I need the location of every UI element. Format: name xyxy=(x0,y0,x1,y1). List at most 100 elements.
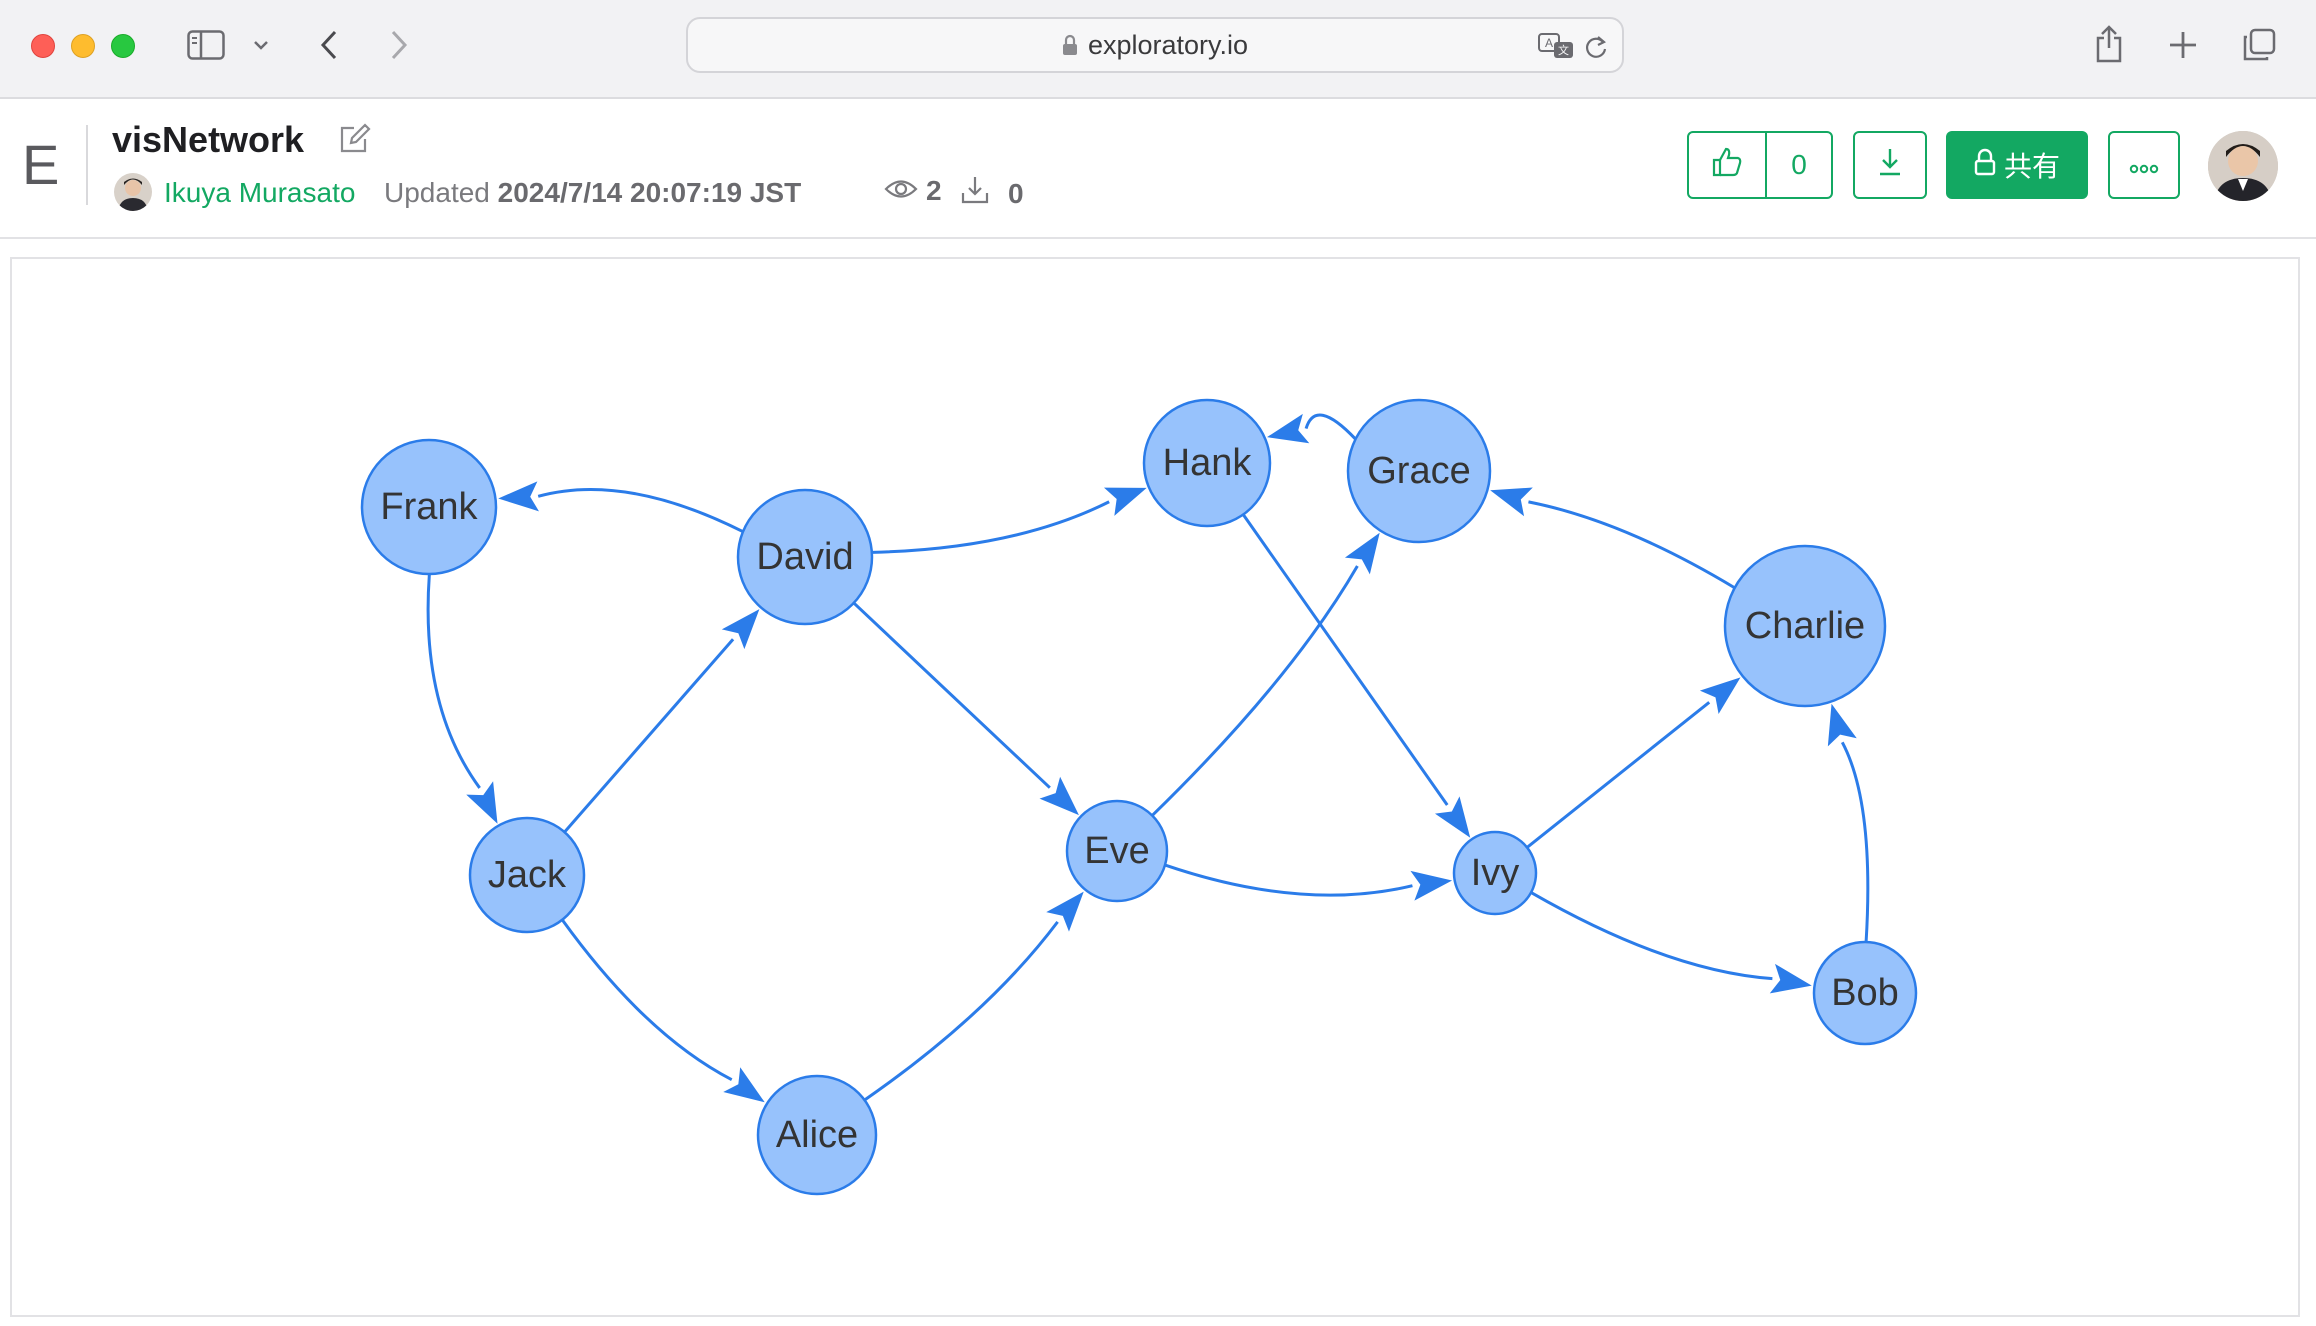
close-window-button[interactable] xyxy=(31,34,55,58)
zoom-window-button[interactable] xyxy=(111,34,135,58)
arrow-bob-charlie xyxy=(1827,703,1857,747)
arrow-eve-grace xyxy=(1344,532,1380,575)
lock-icon xyxy=(1062,34,1078,56)
downloads-count: 0 xyxy=(1008,177,1024,209)
back-icon[interactable] xyxy=(314,26,344,64)
edge-alice-eve[interactable] xyxy=(863,920,1059,1102)
edge-david-frank[interactable] xyxy=(537,488,744,533)
download-tray-icon xyxy=(960,175,998,212)
node-circle[interactable] xyxy=(736,488,874,626)
sidebar-icon[interactable] xyxy=(186,27,226,63)
updated-label: Updated xyxy=(384,177,490,208)
arrow-eve-ivy xyxy=(1410,870,1453,901)
like-button[interactable] xyxy=(1689,133,1767,197)
edge-jack-alice[interactable] xyxy=(561,919,733,1082)
node-frank[interactable]: Frank xyxy=(360,438,498,576)
user-avatar[interactable] xyxy=(2208,131,2278,201)
node-circle[interactable] xyxy=(1812,940,1918,1046)
node-eve[interactable]: Eve xyxy=(1065,799,1169,903)
app-logo[interactable]: E xyxy=(22,133,60,196)
arrow-ivy-bob xyxy=(1769,963,1812,994)
node-circle[interactable] xyxy=(756,1074,878,1196)
app-header: E visNetwork Ikuya Murasato Updated 2024… xyxy=(0,99,2316,239)
node-circle[interactable] xyxy=(1723,544,1887,708)
like-button-group: 0 xyxy=(1687,131,1833,199)
node-label: Ivy xyxy=(1471,852,1520,894)
node-circle[interactable] xyxy=(468,816,586,934)
edge-eve-grace[interactable] xyxy=(1151,565,1359,817)
arrow-david-frank xyxy=(498,481,539,512)
node-hank[interactable]: Hank xyxy=(1142,398,1272,528)
downloads-stat: 0 xyxy=(960,175,1024,212)
edge-eve-ivy[interactable] xyxy=(1164,863,1413,897)
tabs-icon[interactable] xyxy=(2240,26,2278,64)
node-label: Bob xyxy=(1831,972,1899,1014)
arrow-alice-eve xyxy=(1046,891,1084,932)
edge-frank-jack[interactable] xyxy=(426,574,481,789)
arrow-david-eve xyxy=(1039,776,1079,816)
arrow-jack-david xyxy=(721,609,760,650)
edge-bob-charlie[interactable] xyxy=(1840,741,1870,942)
node-bob[interactable]: Bob xyxy=(1812,940,1918,1046)
edge-jack-david[interactable] xyxy=(563,638,735,833)
node-charlie[interactable]: Charlie xyxy=(1723,544,1887,708)
node-label: David xyxy=(756,536,853,578)
new-tab-icon[interactable] xyxy=(2166,28,2200,62)
views-stat: 2 xyxy=(884,175,942,207)
views-count: 2 xyxy=(926,175,942,206)
node-circle[interactable] xyxy=(1346,398,1492,544)
node-label: Frank xyxy=(380,486,478,528)
arrow-frank-jack xyxy=(466,781,498,824)
share-icon[interactable] xyxy=(2092,22,2126,66)
arrow-david-hank xyxy=(1103,487,1147,516)
updated-value: 2024/7/14 20:07:19 JST xyxy=(497,177,802,208)
minimize-window-button[interactable] xyxy=(71,34,95,58)
more-options-button[interactable] xyxy=(2108,131,2180,199)
node-label: Hank xyxy=(1163,442,1253,484)
arrow-ivy-charlie xyxy=(1699,677,1741,715)
node-david[interactable]: David xyxy=(736,488,874,626)
edit-icon[interactable] xyxy=(338,123,372,160)
edge-hank-ivy[interactable] xyxy=(1242,513,1449,806)
node-circle[interactable] xyxy=(1452,830,1538,916)
author-avatar[interactable] xyxy=(114,173,152,211)
download-button[interactable] xyxy=(1853,131,1927,199)
edge-grace-hank[interactable] xyxy=(1304,413,1357,440)
node-ivy[interactable]: Ivy xyxy=(1452,830,1538,916)
more-dots-icon xyxy=(2129,149,2159,181)
node-circle[interactable] xyxy=(1065,799,1169,903)
reload-icon[interactable] xyxy=(1582,33,1610,61)
node-grace[interactable]: Grace xyxy=(1346,398,1492,544)
edge-charlie-grace[interactable] xyxy=(1528,500,1736,589)
download-icon xyxy=(1876,147,1904,184)
svg-text:A: A xyxy=(1545,36,1553,50)
page-title: visNetwork xyxy=(112,119,305,160)
node-label: Eve xyxy=(1084,830,1149,872)
author-link[interactable]: Ikuya Murasato xyxy=(164,177,356,208)
node-circle[interactable] xyxy=(360,438,498,576)
forward-icon[interactable] xyxy=(384,26,414,64)
logo-divider xyxy=(86,125,88,205)
thumbs-up-icon xyxy=(1711,146,1743,185)
node-label: Alice xyxy=(776,1114,858,1156)
eye-icon xyxy=(884,175,926,207)
arrow-grace-hank xyxy=(1266,413,1310,444)
edge-david-hank[interactable] xyxy=(872,500,1110,554)
node-alice[interactable]: Alice xyxy=(756,1074,878,1196)
share-button[interactable]: 共有 xyxy=(1946,131,2088,199)
node-circle[interactable] xyxy=(1142,398,1272,528)
chevron-down-icon[interactable] xyxy=(250,34,272,56)
edge-ivy-bob[interactable] xyxy=(1530,891,1773,981)
lock-icon xyxy=(1974,148,2004,183)
edge-ivy-charlie[interactable] xyxy=(1526,701,1711,849)
arrow-hank-ivy xyxy=(1434,796,1471,838)
svg-text:文: 文 xyxy=(1558,43,1569,57)
node-jack[interactable]: Jack xyxy=(468,816,586,934)
edge-david-eve[interactable] xyxy=(853,602,1051,789)
share-label: 共有 xyxy=(2003,151,2060,182)
